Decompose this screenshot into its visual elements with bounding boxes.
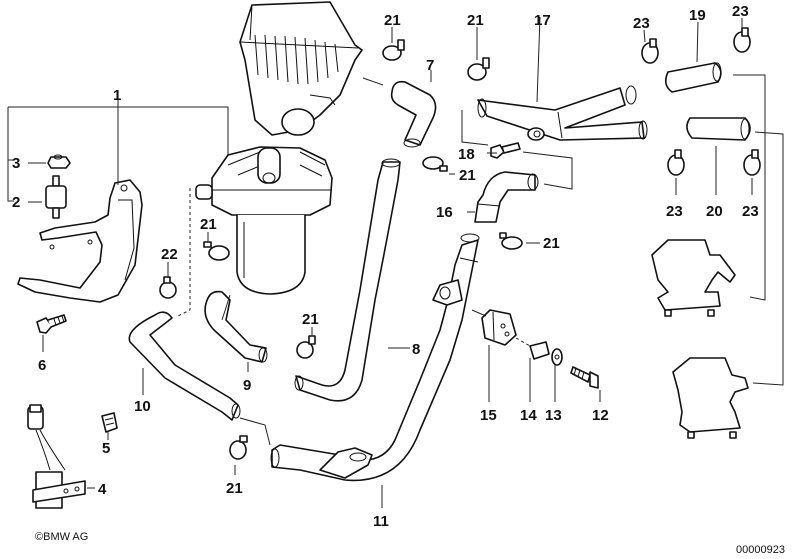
group-bracket-1 <box>7 98 229 202</box>
hose-20[interactable] <box>686 117 751 141</box>
diagram-id-text: 00000923 <box>736 544 785 556</box>
callout-21-filter: 21 <box>384 12 401 29</box>
sleeve-14[interactable] <box>529 341 550 360</box>
secondary-air-pump[interactable] <box>195 146 333 295</box>
callout-14: 14 <box>520 407 537 424</box>
callout-12: 12 <box>592 407 609 424</box>
callout-11: 11 <box>373 513 389 530</box>
hose-clamp-23-b[interactable] <box>733 27 751 53</box>
callout-8: 8 <box>412 341 420 358</box>
callout-15: 15 <box>480 407 497 424</box>
air-filter-housing[interactable] <box>239 1 363 136</box>
hose-10[interactable] <box>128 311 241 421</box>
leader-valve-pipe <box>471 309 487 317</box>
callout-4: 4 <box>98 481 107 498</box>
check-valve-lower[interactable] <box>672 357 749 439</box>
hose-clamp-21-hose16[interactable] <box>499 232 523 250</box>
hose-8[interactable] <box>294 158 401 402</box>
hose-clamp-21-pump[interactable] <box>203 241 230 261</box>
sensor-4[interactable] <box>27 404 86 509</box>
hose-clamp-21-hose7[interactable] <box>422 156 448 172</box>
callout-16: 16 <box>436 204 453 221</box>
callout-9: 9 <box>243 377 251 394</box>
valve-15[interactable] <box>481 309 517 346</box>
callout-2: 2 <box>12 194 20 211</box>
hose-clamp-22[interactable] <box>159 276 177 299</box>
bolt-6[interactable] <box>36 314 67 334</box>
pump-bracket[interactable] <box>17 179 143 303</box>
callout-17: 17 <box>534 12 551 29</box>
bolt-18[interactable] <box>490 142 521 159</box>
hose-clamp-21-pipe17[interactable] <box>467 57 490 81</box>
hose-clamp-21-filter[interactable] <box>382 39 405 61</box>
callout-23-d: 23 <box>742 203 759 220</box>
leader-19 <box>733 74 766 301</box>
callout-13: 13 <box>545 407 562 424</box>
leader-valve-sleeve <box>515 337 531 347</box>
callouts: 1 2 3 4 5 6 7 8 9 10 11 12 13 14 15 16 1… <box>12 3 759 530</box>
copyright-text: ©BMW AG <box>35 531 88 543</box>
leader-lines <box>28 16 753 508</box>
bolt-12[interactable] <box>570 366 599 389</box>
callout-19: 19 <box>689 7 706 24</box>
callout-22: 22 <box>161 246 178 263</box>
hose-clamp-23-a[interactable] <box>641 38 659 64</box>
callout-21-hose8: 21 <box>302 311 319 328</box>
callout-1: 1 <box>113 87 121 104</box>
callout-23-b: 23 <box>732 3 749 20</box>
callout-21-pipe17: 21 <box>467 12 484 29</box>
callout-23-c: 23 <box>666 203 683 220</box>
hose-9[interactable] <box>204 290 268 363</box>
callout-21-hose7: 21 <box>459 167 476 184</box>
callout-3: 3 <box>12 155 20 172</box>
callout-7: 7 <box>426 57 434 74</box>
clip-5[interactable] <box>101 412 118 433</box>
leader-17-left <box>461 110 489 146</box>
callout-20: 20 <box>706 203 723 220</box>
hose-clamp-21-hose8[interactable] <box>296 335 316 359</box>
callout-23-a: 23 <box>633 15 650 32</box>
callout-6: 6 <box>38 357 46 374</box>
hose-16[interactable] <box>474 171 539 223</box>
hose-19[interactable] <box>664 62 722 93</box>
hex-nut[interactable] <box>47 154 71 169</box>
callout-21-pump: 21 <box>200 216 217 233</box>
leader-20 <box>752 131 784 386</box>
callout-21-pipe11: 21 <box>226 480 243 497</box>
callout-5: 5 <box>102 440 110 457</box>
hose-clamp-23-c[interactable] <box>667 149 685 176</box>
hose-clamp-21-pipe11[interactable] <box>229 435 248 460</box>
callout-18: 18 <box>458 146 475 163</box>
pipe-11[interactable] <box>270 233 480 482</box>
rubber-mount[interactable] <box>45 175 67 219</box>
y-pipe-17[interactable] <box>477 85 648 141</box>
callout-21-hose16: 21 <box>543 235 560 252</box>
hose-clamp-23-d[interactable] <box>743 149 761 176</box>
check-valve-upper[interactable] <box>651 239 736 317</box>
hose-7[interactable] <box>390 80 437 148</box>
leader-filter-hose <box>362 77 384 86</box>
washer-13[interactable] <box>551 348 563 366</box>
callout-10: 10 <box>134 398 151 415</box>
leader-16-bracket <box>522 151 573 190</box>
